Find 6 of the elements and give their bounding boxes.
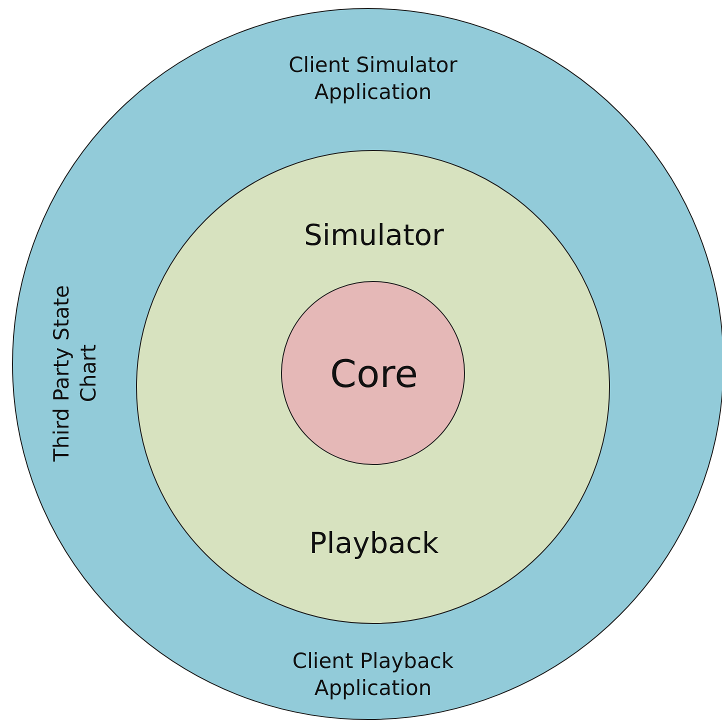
layer-label: Core [329,350,419,398]
layer-label: Third Party State Chart [48,284,102,464]
layer-label: Playback [308,525,440,562]
layer-label: Client Simulator Application [288,52,458,106]
layer-label: Client Playback Application [291,648,455,702]
layer-label: Simulator [303,217,445,254]
